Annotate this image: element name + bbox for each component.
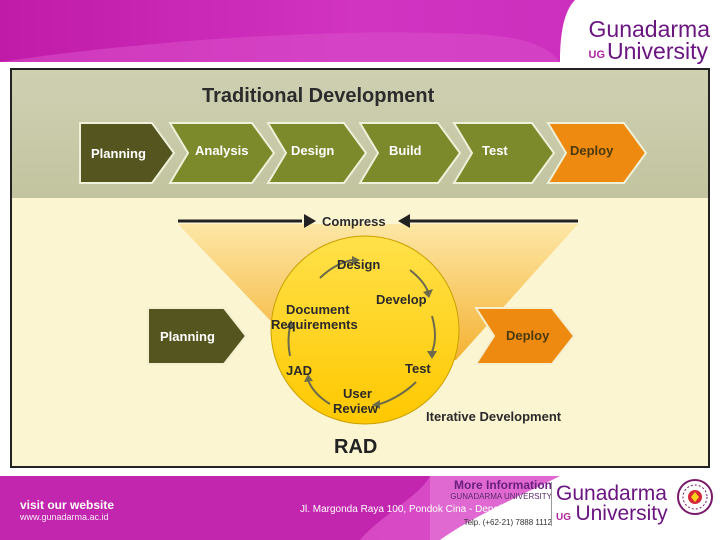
iterative-development-label: Iterative Development xyxy=(426,409,562,424)
university-logo-bottom: Gunadarma UG University xyxy=(556,482,668,528)
rad-deploy-arrow xyxy=(474,307,576,365)
footer-logo-university: University xyxy=(575,502,668,525)
step-test-label: Test xyxy=(482,143,508,158)
step-deploy-label: Deploy xyxy=(570,143,614,158)
compress-label: Compress xyxy=(322,214,386,229)
rad-deploy-label: Deploy xyxy=(506,328,550,343)
footer-logo-gunadarma: Gunadarma xyxy=(556,482,667,505)
arrow-design xyxy=(266,122,368,184)
footer-pink-wave xyxy=(0,476,560,540)
more-information-heading: More Information xyxy=(454,478,552,492)
traditional-steps: Planning Analysis Design Build Test Depl… xyxy=(79,122,648,184)
step-design-label: Design xyxy=(291,143,334,158)
arrow-test xyxy=(452,122,556,184)
rad-planning-label: Planning xyxy=(160,329,215,344)
logo-word-gunadarma: Gunadarma xyxy=(588,16,710,42)
cycle-design: Design xyxy=(337,257,380,272)
step-build-label: Build xyxy=(389,143,422,158)
arrow-planning xyxy=(79,122,176,184)
iterative-cycle-circle xyxy=(270,235,460,425)
rad-diagram: Traditional Development Planning Analysi… xyxy=(79,85,648,458)
rad-title: RAD xyxy=(334,436,377,458)
cycle-document-label: Document xyxy=(286,302,350,317)
rad-planning-arrow xyxy=(147,307,248,365)
compress-arrows: Compress xyxy=(178,214,578,229)
footer-logo-ug: UG xyxy=(556,512,571,523)
visit-website-block: visit our website www.gunadarma.ac.id xyxy=(20,498,114,522)
cycle-requirements-label: Requirements xyxy=(271,317,358,332)
university-name: GUNADARMA UNIVERSITY xyxy=(450,492,552,501)
footer-divider xyxy=(551,482,552,526)
logo-ug-mark: UG xyxy=(588,48,606,61)
university-logo-top: Gunadarma UGUniversity xyxy=(589,18,710,66)
cycle-user-label: User xyxy=(343,386,372,401)
cycle-review-label: Review xyxy=(333,401,379,416)
address-text: Jl. Margonda Raya 100, Pondok Cina - Dep… xyxy=(300,504,553,515)
traditional-title: Traditional Development xyxy=(202,85,435,107)
university-seal-icon xyxy=(677,479,713,515)
cycle-arrowheads xyxy=(286,256,437,409)
phone-number: Telp. (+62-21) 7888 1112 xyxy=(463,518,552,527)
cycle-develop: Develop xyxy=(376,292,427,307)
banner-wave xyxy=(0,0,720,62)
visit-website-title: visit our website xyxy=(20,498,115,512)
cycle-jad: JAD xyxy=(286,363,312,378)
arrow-deploy xyxy=(546,122,648,184)
cycle-test: Test xyxy=(405,361,431,376)
logo-word-university: University xyxy=(607,38,708,64)
step-planning-label: Planning xyxy=(91,146,146,161)
step-analysis-label: Analysis xyxy=(195,143,248,158)
arrow-analysis xyxy=(168,122,276,184)
diagram-frame: Traditional Development Planning Analysi… xyxy=(10,68,710,468)
cycle-arrows xyxy=(287,259,436,405)
website-link[interactable]: www.gunadarma.ac.id xyxy=(20,512,109,522)
more-info-block: More Information GUNADARMA UNIVERSITY Te… xyxy=(440,478,552,527)
arrow-build xyxy=(358,122,462,184)
